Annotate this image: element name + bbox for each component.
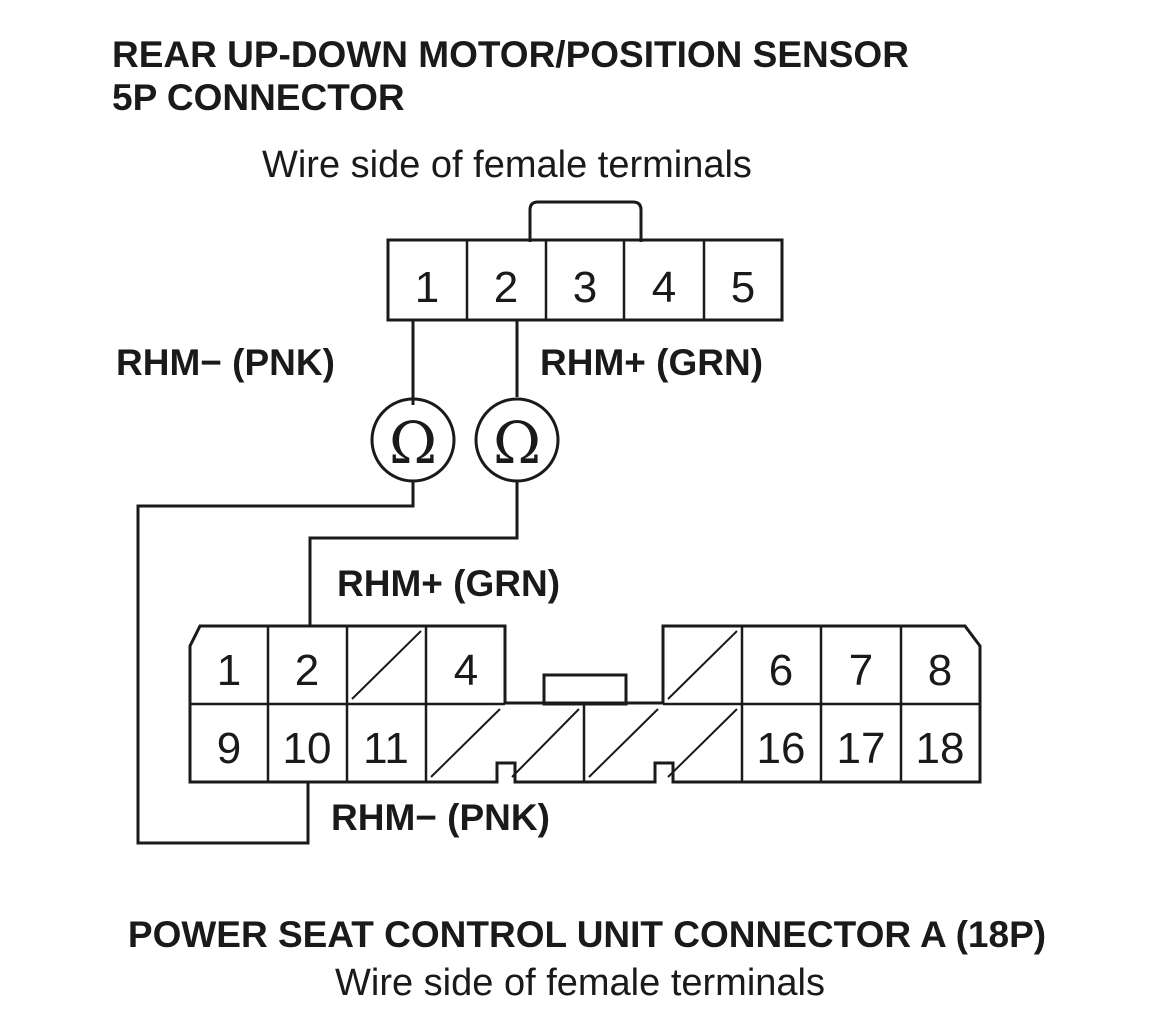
top-5p-connector: 1 2 3 4 5 bbox=[386, 200, 784, 322]
wire-grn-to-pin2 bbox=[308, 481, 519, 626]
top-connector-title-line2: 5P CONNECTOR bbox=[112, 77, 405, 118]
bottom-pin-6: 6 bbox=[769, 646, 793, 695]
ohmmeter-left: Ω bbox=[370, 397, 456, 483]
bottom-connector-subtitle: Wire side of female terminals bbox=[335, 962, 825, 1004]
unused-cavity-slash bbox=[351, 630, 422, 700]
bottom-pin-16: 16 bbox=[757, 724, 806, 773]
wire-label-rhm-minus-bottom: RHM− (PNK) bbox=[331, 797, 550, 838]
bottom-pin-1: 1 bbox=[217, 646, 241, 695]
wire-label-rhm-plus-top: RHM+ (GRN) bbox=[540, 342, 763, 383]
top-pin-5: 5 bbox=[731, 263, 755, 312]
top-pin-4: 4 bbox=[652, 263, 676, 312]
wire-label-rhm-minus-top: RHM− (PNK) bbox=[116, 342, 335, 383]
top-connector-latch bbox=[528, 200, 643, 242]
wire-label-rhm-plus-middle: RHM+ (GRN) bbox=[337, 563, 560, 604]
bottom-pin-2: 2 bbox=[295, 646, 319, 695]
unused-cavity-slash bbox=[667, 630, 738, 700]
bottom-connector-title: POWER SEAT CONTROL UNIT CONNECTOR A (18P… bbox=[128, 914, 1046, 955]
bottom-connector-latch bbox=[542, 673, 628, 706]
unused-cavity-slash bbox=[667, 708, 738, 778]
bottom-pin-4: 4 bbox=[454, 646, 478, 695]
bottom-pin-10: 10 bbox=[283, 724, 332, 773]
unused-cavity-slash bbox=[430, 708, 501, 778]
ohm-icon: Ω bbox=[389, 409, 437, 477]
ohmmeter-right: Ω bbox=[474, 397, 560, 483]
unused-cavity-slash bbox=[511, 708, 580, 778]
bottom-pin-8: 8 bbox=[928, 646, 952, 695]
top-connector-subtitle: Wire side of female terminals bbox=[262, 144, 752, 186]
unused-cavity-slash bbox=[588, 708, 659, 778]
bottom-pin-7: 7 bbox=[849, 646, 873, 695]
top-pin-1: 1 bbox=[415, 263, 439, 312]
bottom-pin-18: 18 bbox=[916, 724, 965, 773]
bottom-pin-17: 17 bbox=[837, 724, 886, 773]
top-connector-title-line1: REAR UP-DOWN MOTOR/POSITION SENSOR bbox=[112, 34, 909, 75]
bottom-pin-11: 11 bbox=[363, 724, 409, 773]
top-pin-2: 2 bbox=[494, 263, 518, 312]
top-pin-3: 3 bbox=[573, 263, 597, 312]
bottom-pin-9: 9 bbox=[217, 724, 241, 773]
ohm-icon: Ω bbox=[493, 409, 541, 477]
bottom-18p-connector: 1 2 4 6 7 8 9 10 11 16 17 18 bbox=[188, 624, 982, 784]
top-connector-body bbox=[386, 238, 784, 322]
wire-pnk-to-pin10 bbox=[136, 481, 415, 845]
